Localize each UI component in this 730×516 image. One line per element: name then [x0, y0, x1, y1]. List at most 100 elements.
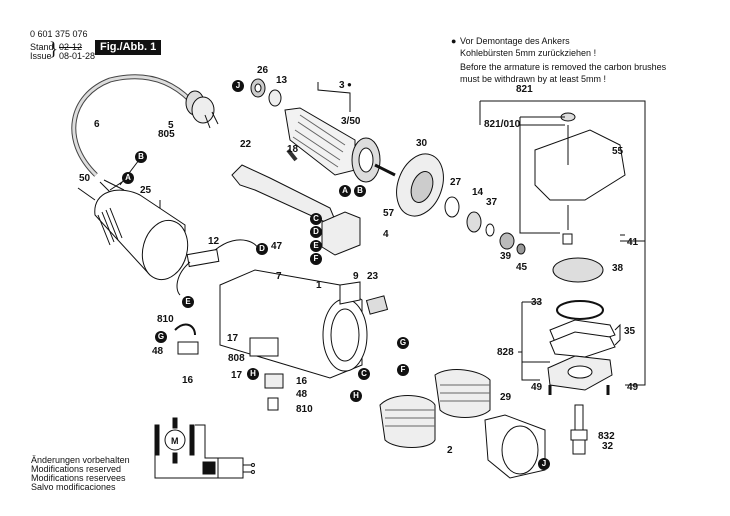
footer-line-en: Modifications reserved	[31, 464, 122, 474]
field-coil-2	[379, 369, 491, 448]
footer-line-es: Salvo modificaciones	[31, 482, 116, 492]
motor-symbol: M	[171, 436, 179, 446]
part-number: 0 601 375 076	[30, 29, 88, 39]
label-2: 2	[447, 445, 453, 456]
bearing-13	[268, 89, 282, 107]
label-50: 50	[79, 173, 91, 184]
label-808: 808	[228, 353, 245, 364]
armature	[284, 107, 396, 183]
marker-g: G	[155, 331, 167, 343]
marker-e: E	[310, 240, 322, 252]
label-33: 33	[531, 297, 543, 308]
washer-37	[485, 223, 495, 237]
marker-j: J	[232, 80, 244, 92]
brace-symbol: }	[49, 39, 59, 60]
label-48-a: 48	[152, 346, 164, 357]
marker-f: F	[310, 253, 322, 265]
marker-b: B	[354, 185, 366, 197]
label-5: 5	[168, 120, 174, 131]
spindle-32	[570, 404, 588, 455]
cap-23	[365, 295, 389, 315]
label-810-b: 810	[296, 404, 313, 415]
marker-h: H	[350, 390, 362, 402]
label-25: 25	[140, 185, 152, 196]
label-14: 14	[472, 187, 484, 198]
label-16-b: 16	[296, 376, 308, 387]
label-38: 38	[612, 263, 624, 274]
label-57: 57	[383, 208, 395, 219]
label-6: 6	[94, 119, 100, 130]
brush-holder-16b	[264, 373, 284, 389]
label-26: 26	[257, 65, 269, 76]
label-55: 55	[612, 146, 624, 157]
label-3-bullet: ●	[347, 80, 352, 89]
label-821-010: 821/010	[484, 119, 521, 130]
label-13: 13	[276, 75, 288, 86]
label-30: 30	[416, 138, 428, 149]
label-821: 821	[516, 84, 533, 95]
figure-label: Fig./Abb. 1	[95, 40, 162, 55]
marker-g: G	[397, 337, 409, 349]
label-18: 18	[287, 144, 299, 155]
brush-holder-16a	[177, 341, 199, 355]
label-37: 37	[486, 197, 498, 208]
label-49-a: 49	[531, 382, 543, 393]
marker-j: J	[538, 458, 550, 470]
label-48-b: 48	[296, 389, 308, 400]
marker-d: D	[310, 226, 322, 238]
nameplate-9	[339, 281, 361, 305]
label-808	[249, 337, 279, 357]
label-16-a: 16	[182, 375, 194, 386]
note-bullet: ●	[451, 36, 457, 46]
footer-line-fr: Modifications reservees	[31, 473, 126, 483]
label-832: 832	[598, 431, 615, 442]
fan-baffle-30	[396, 153, 444, 217]
marker-h: H	[247, 368, 259, 380]
label-9: 9	[353, 271, 359, 282]
issue-date: 08-01-28	[59, 51, 96, 61]
label-4: 4	[383, 229, 389, 240]
nut-45	[516, 243, 526, 255]
label-27: 27	[450, 177, 462, 188]
o-ring-33	[556, 300, 604, 320]
label-49-b: 49	[627, 382, 639, 393]
marker-c: C	[358, 368, 370, 380]
label-3-50: 3/50	[341, 116, 361, 127]
label-17-a: 17	[227, 333, 239, 344]
label-805: 805	[158, 129, 175, 140]
bracket-828	[518, 301, 550, 381]
switch-4	[321, 211, 361, 256]
note-de-line2: Kohlebürsten 5mm zurückziehen !	[460, 48, 597, 58]
label-3: 3	[339, 80, 345, 91]
capacitor-12	[186, 248, 220, 268]
label-7: 7	[276, 271, 282, 282]
gear-housing-821	[534, 112, 626, 245]
wiring-diagram	[154, 417, 255, 479]
label-29: 29	[500, 392, 512, 403]
ring-27	[444, 196, 460, 218]
pinion-39	[499, 232, 515, 250]
marker-b: B	[135, 151, 147, 163]
label-41: 41	[627, 237, 639, 248]
label-45: 45	[516, 262, 528, 273]
stand-value: 02-12	[59, 42, 83, 52]
label-810-a: 810	[157, 314, 174, 325]
marker-f: F	[397, 364, 409, 376]
marker-a: A	[339, 185, 351, 197]
issue-label: Issue	[30, 51, 52, 61]
note-de-line1: Vor Demontage des Ankers	[460, 36, 570, 46]
note-en-line1: Before the armature is removed the carbo…	[460, 62, 667, 72]
label-23: 23	[367, 271, 379, 282]
protective-cover-29	[484, 414, 546, 479]
marker-c: C	[310, 213, 322, 225]
label-35: 35	[624, 326, 636, 337]
label-22: 22	[240, 139, 252, 150]
marker-d: D	[256, 243, 268, 255]
label-39: 39	[500, 251, 512, 262]
motor-cover-25	[94, 189, 189, 281]
brush-810b	[267, 397, 279, 411]
label-47: 47	[271, 241, 283, 252]
stand-label: Stand	[30, 42, 54, 52]
bracket-821	[479, 100, 646, 386]
label-32: 32	[602, 441, 614, 452]
